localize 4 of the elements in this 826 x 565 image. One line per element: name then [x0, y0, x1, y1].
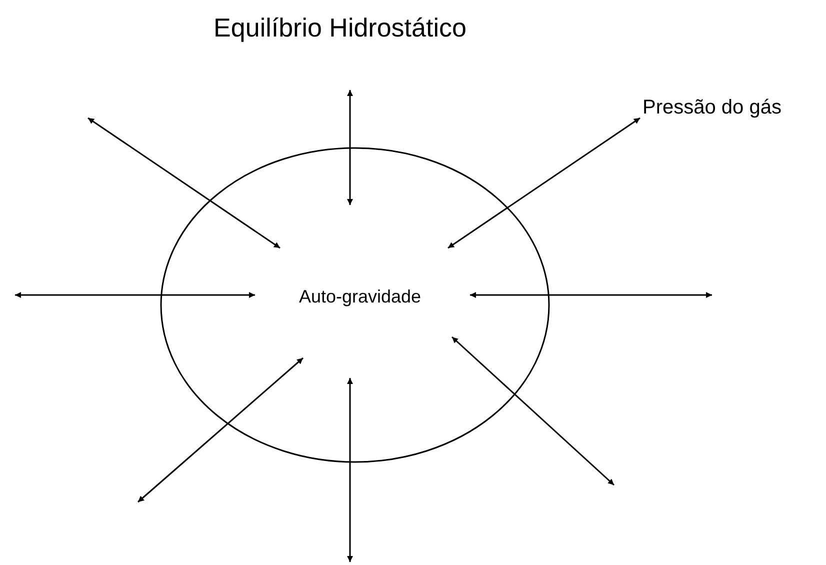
diagram-title: Equilíbrio Hidrostático: [214, 12, 466, 44]
force-label: Pressão do gás: [642, 96, 782, 120]
star-ellipse: [160, 147, 550, 463]
node-label: Auto-gravidade: [298, 286, 422, 308]
